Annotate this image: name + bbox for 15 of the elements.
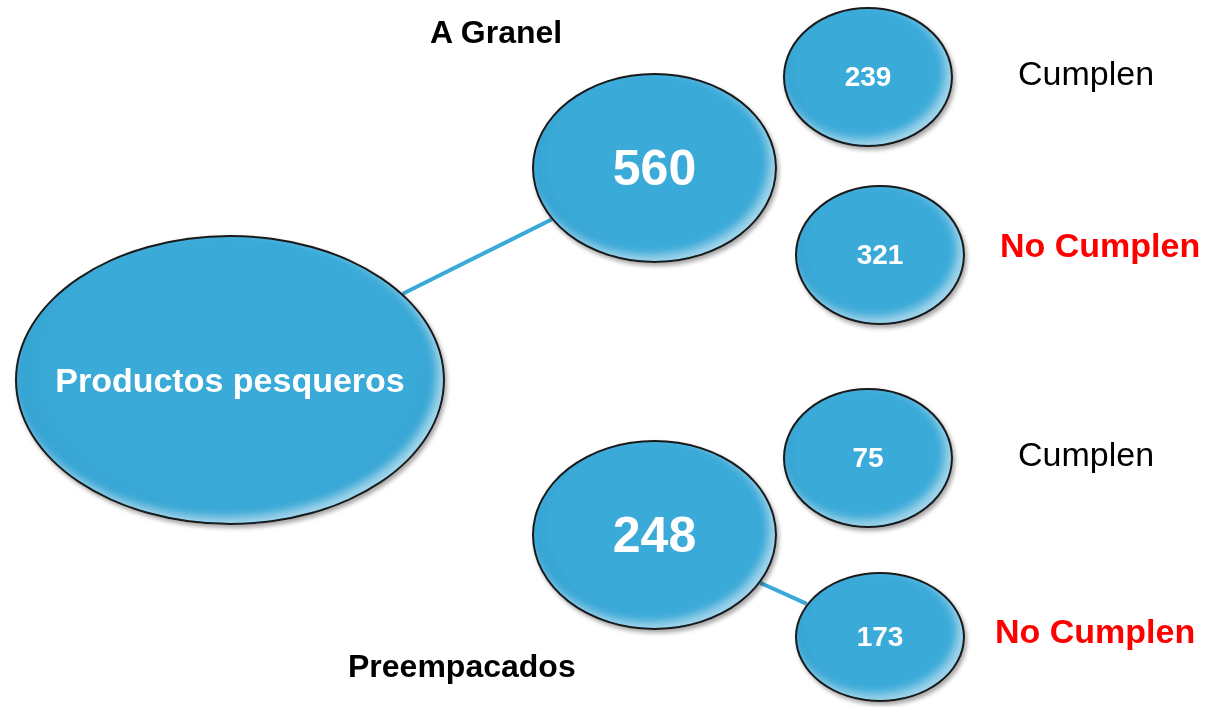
node-label: Productos pesqueros bbox=[55, 360, 405, 400]
node-caption: No Cumplen bbox=[995, 612, 1196, 651]
node-caption: A Granel bbox=[430, 14, 563, 51]
node-label: 248 bbox=[612, 506, 697, 564]
node-caption: Cumplen bbox=[1018, 54, 1155, 93]
connector-line bbox=[759, 581, 808, 606]
node-caption: Cumplen bbox=[1018, 435, 1155, 474]
node-label: 321 bbox=[856, 239, 904, 271]
node-label: 560 bbox=[612, 139, 697, 197]
node-label: 75 bbox=[852, 442, 884, 474]
node-caption: No Cumplen bbox=[1000, 226, 1201, 265]
node-label: 239 bbox=[844, 61, 892, 93]
connector-line bbox=[401, 217, 553, 296]
node-caption: Preempacados bbox=[348, 648, 576, 685]
node-label: 173 bbox=[856, 621, 904, 653]
